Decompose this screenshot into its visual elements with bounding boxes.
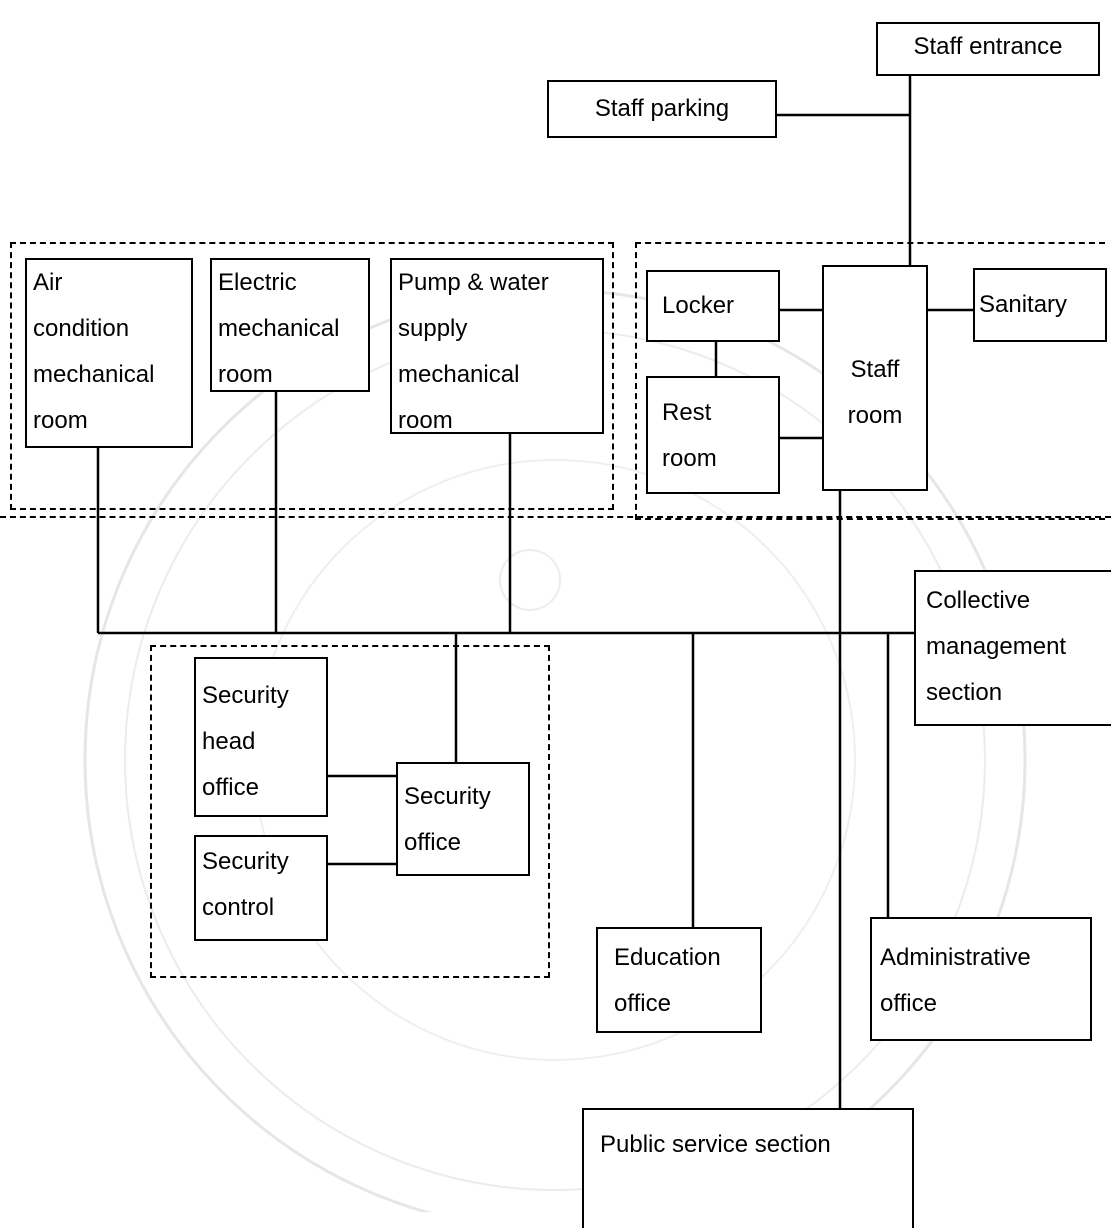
mechanical-zone	[10, 242, 614, 510]
staff-room-line-2: room	[847, 402, 903, 429]
education-line-2: office	[614, 990, 671, 1017]
security-control-line-2: control	[202, 894, 275, 921]
security-head-line-2: head	[202, 728, 256, 755]
pump-water-line-1: Pump & water	[398, 269, 549, 296]
electric-line-3: room	[218, 361, 273, 388]
security-control-box: Security control	[194, 835, 328, 941]
air-condition-line-3: mechanical	[33, 361, 155, 388]
security-office-box: Security office	[396, 762, 530, 876]
rest-room-box: Rest room	[646, 376, 780, 494]
security-head-line-3: office	[202, 774, 259, 801]
electric-line-2: mechanical	[218, 315, 340, 342]
staff-parking-box: Staff parking	[547, 80, 777, 138]
sanitary-label: Sanitary	[979, 291, 1068, 318]
staff-parking-label: Staff parking	[594, 95, 730, 122]
pump-water-line-2: supply	[398, 315, 468, 342]
collective-line-2: management	[926, 633, 1067, 660]
electric-room-box: Electric mechanical room	[210, 258, 370, 392]
electric-line-1: Electric	[218, 269, 297, 296]
air-condition-line-1: Air	[33, 269, 63, 296]
staff-room-line-1: Staff	[850, 356, 900, 383]
collective-line-1: Collective	[926, 587, 1031, 614]
pump-water-line-3: mechanical	[398, 361, 520, 388]
lower-divider	[0, 516, 1111, 518]
air-condition-line-4: room	[33, 407, 88, 434]
pump-water-line-4: room	[398, 407, 453, 434]
collective-line-3: section	[926, 679, 1003, 706]
security-head-line-1: Security	[202, 682, 289, 709]
air-condition-line-2: condition	[33, 315, 130, 342]
administrative-line-2: office	[880, 990, 937, 1017]
public-service-box: Public service section	[582, 1108, 914, 1228]
pump-water-room-box: Pump & water supply mechanical room	[390, 258, 604, 434]
security-head-office-box: Security head office	[194, 657, 328, 817]
education-line-1: Education	[614, 944, 721, 971]
staff-entrance-box: Staff entrance	[876, 22, 1100, 76]
air-condition-room-box: Air condition mechanical room	[25, 258, 193, 448]
staff-entrance-label: Staff entrance	[913, 33, 1063, 60]
collective-management-box: Collective management section	[914, 570, 1111, 726]
staff-zone	[635, 242, 1105, 520]
sanitary-box: Sanitary	[973, 268, 1107, 342]
staff-room-box: Staff room	[822, 265, 928, 491]
security-control-line-1: Security	[202, 848, 289, 875]
locker-label: Locker	[662, 292, 735, 319]
security-office-line-1: Security	[404, 783, 491, 810]
rest-room-line-1: Rest	[662, 399, 712, 426]
security-zone	[150, 645, 550, 978]
locker-box: Locker	[646, 270, 780, 342]
public-service-label: Public service section	[600, 1131, 831, 1158]
administrative-office-box: Administrative office	[870, 917, 1092, 1041]
education-office-box: Education office	[596, 927, 762, 1033]
rest-room-line-2: room	[662, 445, 717, 472]
administrative-line-1: Administrative	[880, 944, 1031, 971]
security-office-line-2: office	[404, 829, 461, 856]
